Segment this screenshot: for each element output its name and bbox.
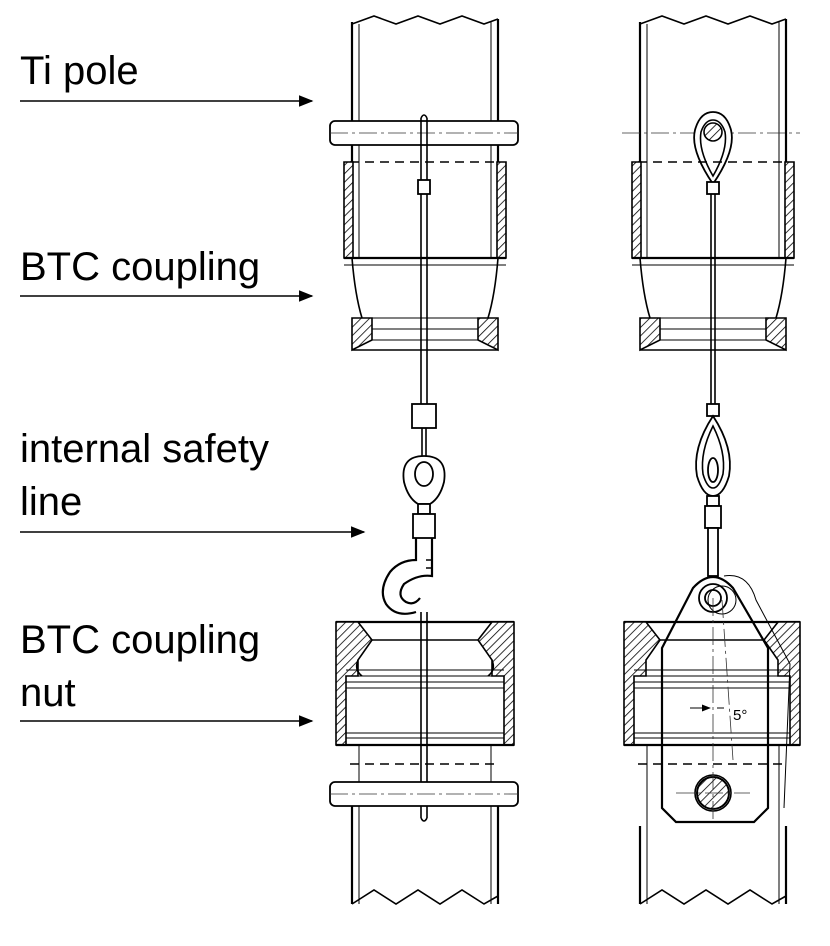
label-safety-line-2: line — [20, 480, 82, 524]
right-tool-plate: 5° — [660, 575, 791, 824]
left-safety-line — [381, 114, 446, 822]
angle-label: 5° — [733, 707, 747, 724]
label-safety-line-1: internal safety — [20, 427, 269, 471]
right-coupling-nut — [623, 620, 801, 826]
left-lower-pole — [350, 806, 500, 905]
right-btc-coupling — [631, 161, 795, 352]
right-lower-pole — [638, 826, 788, 905]
label-btc-coupling: BTC coupling — [20, 245, 260, 289]
label-ti-pole: Ti pole — [20, 49, 139, 93]
left-btc-coupling — [343, 161, 507, 352]
right-safety-line — [695, 194, 731, 609]
label-coupling-nut-1: BTC coupling — [20, 618, 260, 662]
label-group: Ti pole BTC coupling internal safety lin… — [20, 49, 366, 727]
label-coupling-nut-2: nut — [20, 671, 76, 715]
left-coupling-nut — [335, 620, 515, 782]
right-assembly: 5° — [622, 15, 801, 905]
right-upper-thimble — [693, 111, 733, 195]
left-assembly — [329, 15, 519, 905]
